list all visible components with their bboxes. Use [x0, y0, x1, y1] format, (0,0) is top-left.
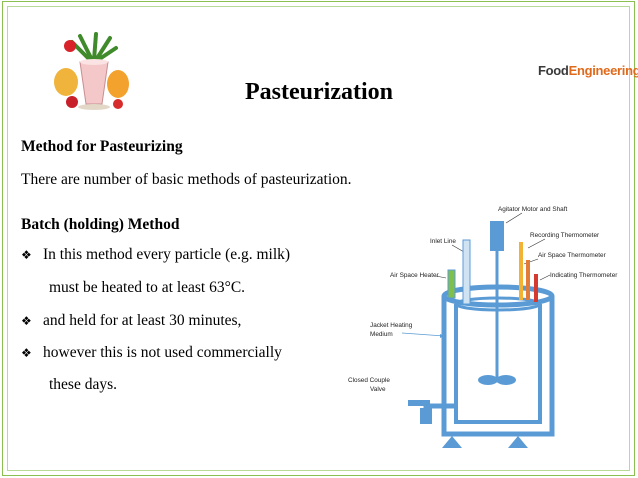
fruit-smoothie-image: [54, 32, 129, 110]
logo-text-engineering: Engineering: [568, 63, 638, 78]
four-diamond-bullet-icon: ❖: [21, 346, 32, 360]
batch-pasteurizer-diagram: Agitator Motor and Shaft Recording Therm…: [348, 206, 618, 448]
batch-heading: Batch (holding) Method: [21, 216, 180, 233]
label-indicating-thermometer: Indicating Thermometer: [550, 272, 618, 279]
label-agitator: Agitator Motor and Shaft: [498, 206, 567, 213]
label-closed-couple: Closed Couple: [348, 377, 390, 384]
logo-text-food: Food: [538, 63, 569, 78]
bullet-text: and held for at least 30 minutes,: [43, 312, 242, 329]
label-medium: Medium: [370, 331, 393, 338]
label-recording-thermometer: Recording Thermometer: [530, 232, 600, 239]
label-jacket-heating: Jacket Heating: [370, 322, 413, 329]
label-air-space-thermometer: Air Space Thermometer: [538, 252, 607, 259]
slide-inner-border: [7, 6, 630, 471]
four-diamond-bullet-icon: ❖: [21, 248, 32, 262]
slide-title: Pasteurization: [245, 79, 393, 105]
four-diamond-bullet-icon: ❖: [21, 314, 32, 328]
food-engineering-logo: FoodEngineering: [538, 63, 638, 78]
bullet-continuation: must be heated to at least 63°C.: [49, 279, 246, 296]
bullet-item: ❖ however this is not used commercially: [21, 344, 282, 362]
label-air-space-heater: Air Space Heater: [390, 272, 440, 279]
bullet-item: ❖ and held for at least 30 minutes,: [21, 312, 241, 330]
intro-text: There are number of basic methods of pas…: [21, 171, 352, 188]
bullet-continuation: these days.: [49, 376, 118, 393]
bullet-text: however this is not used commercially: [43, 344, 282, 361]
bullet-item: ❖ In this method every particle (e.g. mil…: [21, 246, 290, 264]
label-inlet-line: Inlet Line: [430, 238, 456, 245]
label-valve: Valve: [370, 386, 386, 393]
bullet-text: In this method every particle (e.g. milk…: [43, 246, 291, 263]
method-heading: Method for Pasteurizing: [21, 138, 183, 155]
